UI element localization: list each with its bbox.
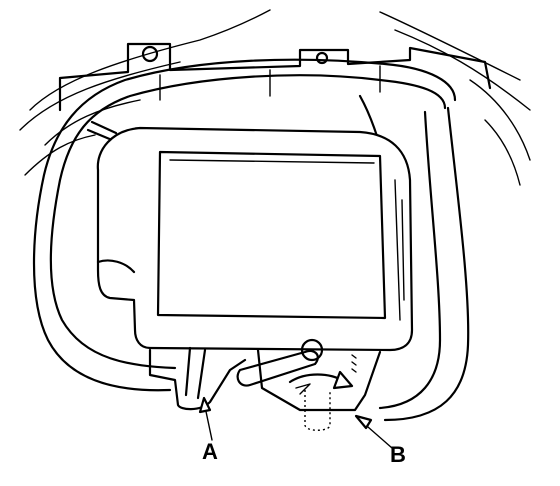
control-unit bbox=[96, 126, 414, 352]
callout-leader-a bbox=[198, 396, 213, 441]
wire-harness bbox=[32, 58, 470, 422]
callout-leader-b bbox=[354, 414, 393, 449]
callout-label-b: B bbox=[390, 442, 406, 467]
mounting-bracket bbox=[58, 42, 492, 112]
connector-assembly bbox=[148, 338, 382, 431]
callout-label-a: A bbox=[202, 439, 218, 464]
background-wires bbox=[19, 9, 531, 186]
